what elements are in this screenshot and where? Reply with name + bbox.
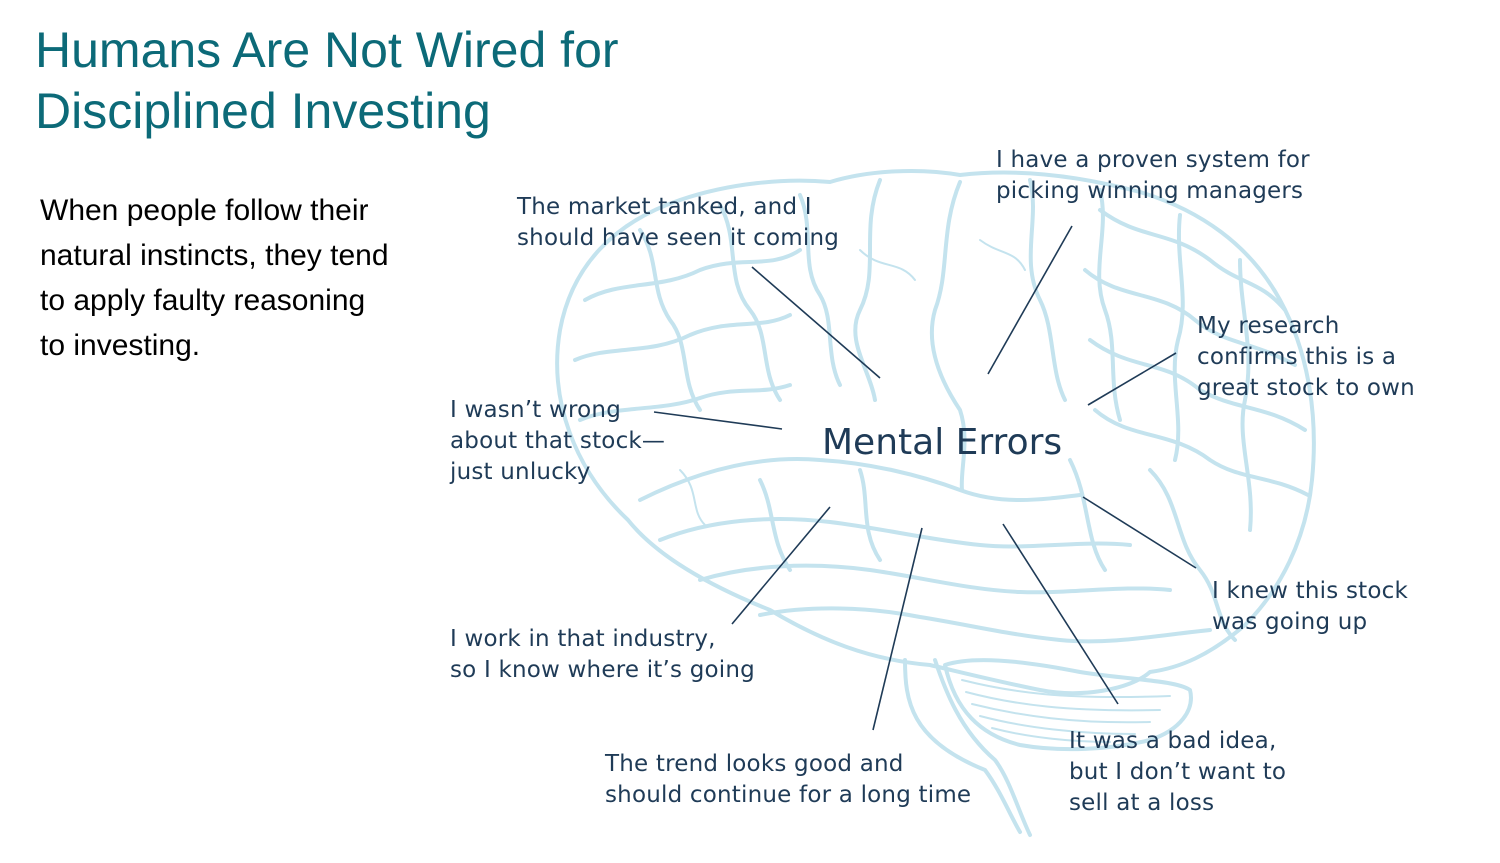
- leader-knew-stock: [1082, 496, 1197, 569]
- sylvian-fissure: [638, 457, 1082, 502]
- intro-text: When people follow their natural instinc…: [40, 194, 389, 362]
- leader-work-industry: [731, 506, 831, 625]
- thought-my-research: My research confirms this is a great sto…: [1197, 313, 1415, 401]
- leader-market-tanked: [751, 266, 881, 379]
- leader-lines: [653, 225, 1197, 731]
- thought-knew-stock: I knew this stock was going up: [1212, 578, 1408, 635]
- thought-market-tanked: The market tanked, and I should have see…: [517, 194, 840, 251]
- leader-trend-good: [872, 527, 923, 731]
- slide-title: Humans Are Not Wired for Disciplined Inv…: [35, 22, 619, 139]
- thought-work-industry: I work in that industry, so I know where…: [450, 626, 755, 683]
- central-sulcus: [929, 180, 967, 492]
- thought-bad-idea: It was a bad idea, but I don’t want to s…: [1069, 728, 1287, 816]
- thought-proven-system: I have a proven system for picking winni…: [996, 147, 1310, 204]
- leader-wasnt-wrong: [653, 411, 783, 430]
- thought-wasnt-wrong: I wasn’t wrong about that stock— just un…: [450, 397, 666, 485]
- leader-bad-idea: [1002, 523, 1119, 705]
- mental-errors-label: Mental Errors: [822, 422, 1063, 463]
- leader-my-research: [1087, 352, 1177, 406]
- leader-proven-system: [987, 225, 1073, 375]
- thought-trend-good: The trend looks good and should continue…: [605, 751, 972, 808]
- cerebellum: [943, 658, 1193, 752]
- brain-illustration: [555, 169, 1316, 837]
- brain-outline: [555, 169, 1316, 696]
- brain-stem: [933, 658, 1032, 837]
